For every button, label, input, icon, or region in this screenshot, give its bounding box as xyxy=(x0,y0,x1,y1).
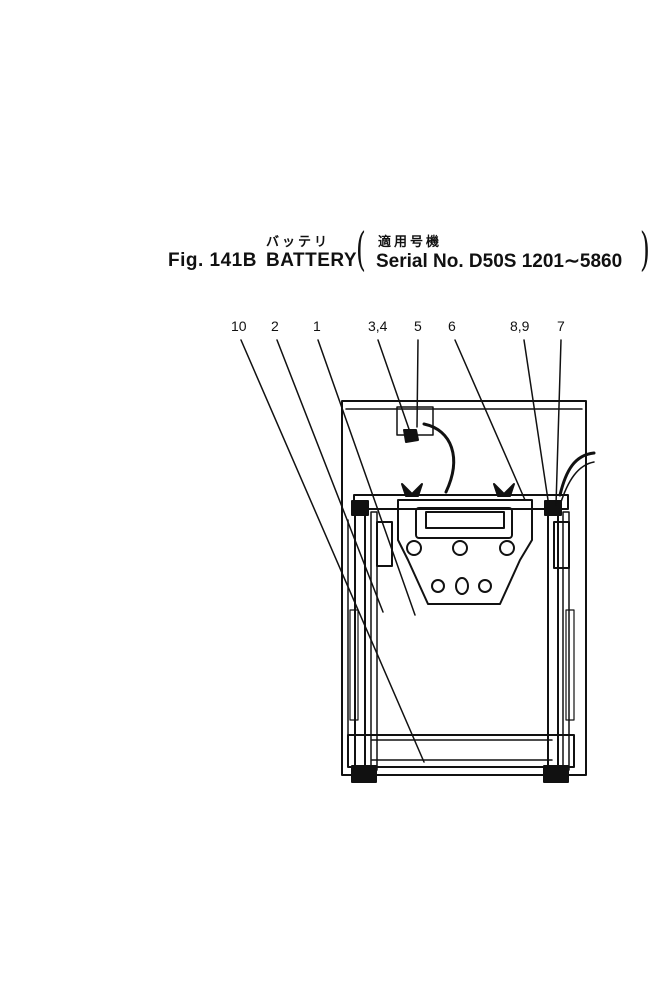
bracket-hole-5 xyxy=(455,577,469,595)
callout-6: 6 xyxy=(448,318,456,334)
callout-2: 2 xyxy=(271,318,279,334)
hold-down-bar xyxy=(353,494,569,510)
bracket-hole-2 xyxy=(452,540,468,556)
left-rod xyxy=(354,511,366,771)
leader-8-9 xyxy=(523,339,549,501)
callout-7: 7 xyxy=(557,318,565,334)
bracket-hole-1 xyxy=(406,540,422,556)
leader-1 xyxy=(317,339,416,616)
leader-5 xyxy=(416,339,419,428)
callout-10: 10 xyxy=(231,318,247,334)
serial-range: Serial No. D50S 1201∼5860 xyxy=(376,251,623,272)
right-block xyxy=(553,521,570,569)
leader-2 xyxy=(276,339,384,613)
figure-title: BATTERY xyxy=(266,250,358,271)
bracket-slot xyxy=(415,507,513,539)
wing-nut-left xyxy=(401,483,423,497)
bracket-hole-3 xyxy=(499,540,515,556)
bracket-hole-6 xyxy=(478,579,492,593)
hold-down-frame xyxy=(397,499,533,605)
callout-5: 5 xyxy=(414,318,422,334)
leader-6 xyxy=(454,339,526,501)
battery-box-outline xyxy=(341,400,587,776)
right-nut xyxy=(544,500,562,516)
close-paren: ) xyxy=(640,222,650,276)
bracket-hole-4 xyxy=(431,579,445,593)
applicability-japanese: 適用号機 xyxy=(378,234,443,249)
wing-nut-right xyxy=(493,483,515,497)
callout-1: 1 xyxy=(313,318,321,334)
title-japanese: バッテリ xyxy=(266,234,331,249)
leader-10 xyxy=(240,339,425,763)
right-cable xyxy=(558,451,596,497)
leader-3-4 xyxy=(377,339,411,433)
figure-label: Fig. 141B xyxy=(168,250,257,271)
left-bottom-nut xyxy=(351,765,377,783)
callout-3-4: 3,4 xyxy=(368,318,388,334)
battery-cable xyxy=(422,422,456,494)
leader-7 xyxy=(555,339,562,506)
callout-8-9: 8,9 xyxy=(510,318,530,334)
battery-tray xyxy=(347,734,575,768)
right-bottom-nut xyxy=(543,765,569,783)
terminal-nut xyxy=(403,429,419,443)
open-paren: ( xyxy=(356,222,366,276)
left-nut xyxy=(351,500,369,516)
